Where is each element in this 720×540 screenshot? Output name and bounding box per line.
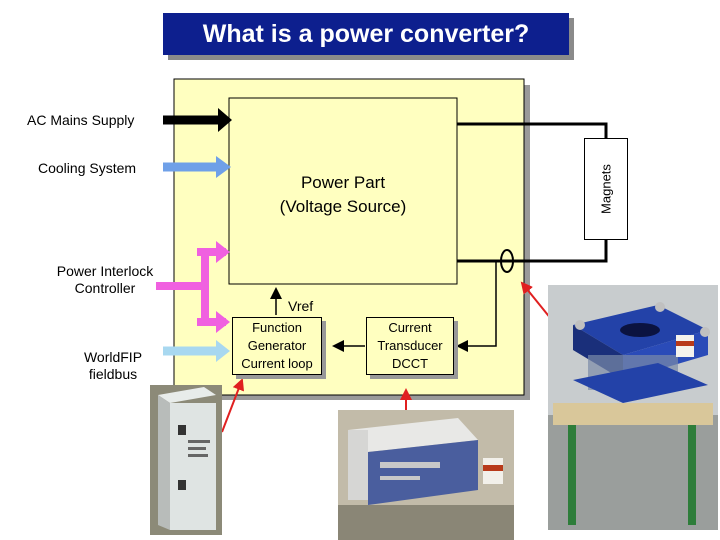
label-power-interlock: Power Interlock Controller: [56, 263, 154, 296]
ac-mains-arrowhead: [218, 108, 232, 132]
feedback-line: [456, 261, 497, 352]
output-line-bottom: [457, 240, 608, 263]
photo-dcct-table: [548, 285, 718, 530]
fieldbus-arrowhead: [216, 340, 230, 362]
power-part-box: [228, 97, 458, 285]
photo-function-generator-illustration: [150, 385, 222, 535]
photo-dcct-illustration: [548, 285, 718, 530]
label-cooling-system: Cooling System: [38, 160, 137, 176]
label-worldfip: WorldFIP fieldbus: [83, 349, 143, 382]
label-magnets: Magnets: [598, 164, 614, 214]
pointer-to-function-generator: [221, 378, 245, 433]
label-vref: Vref: [288, 298, 314, 314]
label-power-part: Power Part (Voltage Source): [279, 173, 407, 216]
dcct-ring: [500, 249, 514, 273]
photo-transducer-electronics: [338, 410, 514, 540]
photo-function-generator: [150, 385, 222, 535]
magnets-box: Magnets: [584, 138, 628, 240]
interlock-connector: [156, 248, 226, 326]
interlock-arrowhead-bottom: [216, 311, 230, 333]
function-generator-box: Function Generator Current loop: [232, 317, 322, 375]
cooling-arrowhead: [216, 156, 231, 178]
output-line-top: [457, 122, 608, 138]
photo-transducer-illustration: [338, 410, 514, 540]
current-transducer-box: Current Transducer DCCT: [366, 317, 454, 375]
label-ac-mains: AC Mains Supply: [27, 112, 135, 128]
interlock-arrowhead-top: [216, 241, 230, 263]
page-title: What is a power converter?: [163, 13, 569, 55]
